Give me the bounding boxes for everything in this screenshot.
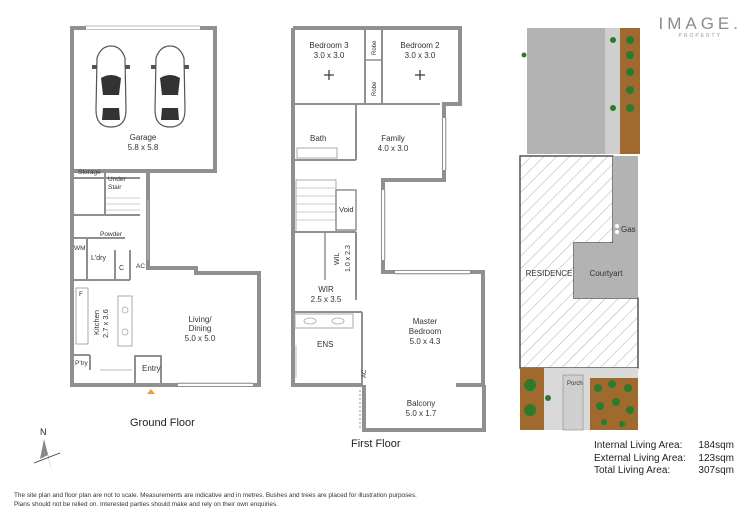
disclaimer: The site plan and floor plan are not to … bbox=[14, 492, 417, 508]
bath-label: Bath bbox=[310, 134, 326, 143]
robe-label: Robe bbox=[372, 40, 378, 55]
driveway bbox=[527, 28, 605, 154]
entry-label: Entry bbox=[142, 364, 161, 373]
gas-label: Gas bbox=[621, 225, 636, 234]
master-bedroom-label: Bedroom bbox=[409, 327, 442, 336]
area-row: Internal Living Area:184sqm bbox=[594, 440, 734, 451]
first-floor-plan: Bedroom 3 3.0 x 3.0 Bedroom 2 3.0 x 3.0 … bbox=[291, 26, 486, 432]
under-stair-label: Stair bbox=[108, 184, 122, 191]
first-floor-title: First Floor bbox=[351, 438, 401, 450]
balcony-size: 5.0 x 1.7 bbox=[406, 409, 437, 418]
wir-size: 2.5 x 3.5 bbox=[311, 295, 342, 304]
ground-floor-title: Ground Floor bbox=[130, 417, 195, 429]
family-size: 4.0 x 3.0 bbox=[378, 144, 409, 153]
garage-size: 5.8 x 5.8 bbox=[128, 143, 159, 152]
balcony-label: Balcony bbox=[407, 399, 435, 408]
fridge-label: F bbox=[79, 291, 83, 298]
car-icon bbox=[92, 45, 130, 128]
brand-logo: IMAGE. PROPERTY bbox=[658, 14, 742, 39]
wil-size: 1.0 x 2.3 bbox=[345, 245, 352, 272]
car-icon bbox=[151, 45, 189, 128]
kitchen-size: 2.7 x 3.6 bbox=[101, 309, 110, 338]
wir-label: WIR bbox=[318, 285, 334, 294]
under-stair-label: Under bbox=[108, 176, 127, 183]
brand-sub: PROPERTY bbox=[678, 33, 722, 39]
residence-label: RESIDENCE bbox=[526, 269, 573, 278]
ceiling-fan-icon bbox=[324, 70, 334, 80]
ensuite-label: ENS bbox=[317, 340, 333, 349]
area-row: External Living Area:123sqm bbox=[594, 452, 734, 464]
bedroom3-label: Bedroom 3 bbox=[309, 41, 349, 50]
wil-label: WIL bbox=[334, 252, 341, 265]
bedroom3-size: 3.0 x 3.0 bbox=[314, 51, 345, 60]
tree-icon bbox=[521, 36, 634, 112]
dining-label: Dining bbox=[189, 324, 212, 333]
bedroom2-size: 3.0 x 3.0 bbox=[405, 51, 436, 60]
robe-label: Robe bbox=[372, 81, 378, 96]
living-label: Living/ bbox=[188, 315, 212, 324]
ground-floor-plan: Garage 5.8 x 5.8 Storage Under Stair Pow… bbox=[70, 25, 261, 394]
brand-name: IMAGE. bbox=[658, 14, 742, 33]
void-label: Void bbox=[339, 205, 354, 214]
ceiling-fan-icon bbox=[415, 70, 425, 80]
kitchen-label: Kitchen bbox=[92, 310, 101, 335]
bedroom2-label: Bedroom 2 bbox=[400, 41, 440, 50]
area-summary: Internal Living Area:184sqm External Liv… bbox=[594, 440, 734, 478]
ac-label: AC bbox=[362, 369, 368, 378]
master-size: 5.0 x 4.3 bbox=[410, 337, 441, 346]
tree-icon bbox=[524, 379, 634, 427]
porch-label: Porch bbox=[567, 381, 583, 387]
ac-label: AC bbox=[136, 263, 145, 270]
compass-icon: N bbox=[33, 427, 61, 473]
powder-label: Powder bbox=[100, 231, 123, 238]
area-row: Total Living Area:307sqm bbox=[594, 465, 734, 476]
pantry-label: P'try bbox=[75, 360, 89, 367]
courtyard-label: Courtyart bbox=[590, 269, 624, 278]
family-label: Family bbox=[381, 134, 405, 143]
wm-label: WM bbox=[74, 245, 86, 252]
garage-label: Garage bbox=[130, 133, 157, 142]
laundry-label: L'dry bbox=[91, 255, 106, 262]
site-plan: RESIDENCE Courtyart Gas Porch bbox=[519, 28, 640, 431]
compass-north-label: N bbox=[40, 427, 47, 437]
living-size: 5.0 x 5.0 bbox=[185, 334, 216, 343]
courtyard-area bbox=[574, 243, 638, 298]
master-label: Master bbox=[413, 317, 438, 326]
storage-label: Storage bbox=[78, 169, 101, 176]
entry-arrow-icon bbox=[147, 389, 155, 394]
cupboard-label: C bbox=[119, 265, 124, 272]
